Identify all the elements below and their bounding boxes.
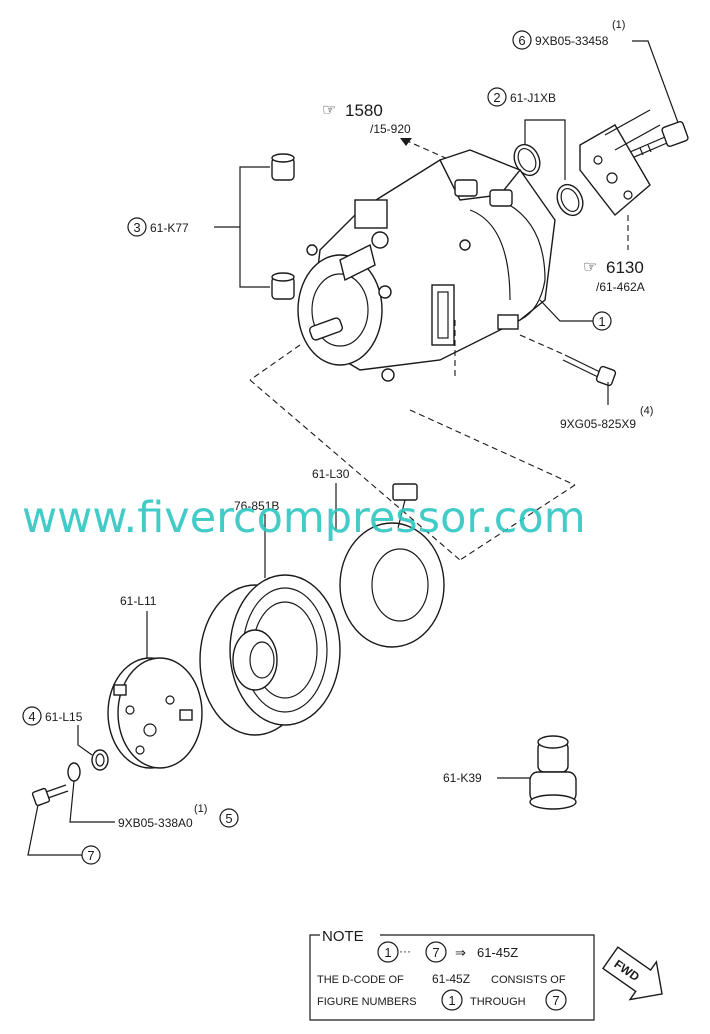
svg-text:1580: 1580 (345, 101, 383, 120)
callout-4: 4 61-L15 (22, 706, 109, 771)
fwd-arrow-icon: FWD (601, 946, 663, 1001)
svg-text:5: 5 (225, 811, 232, 826)
hub-61-L11: 61-L11 (107, 594, 203, 769)
coil-61-L30: 61-L30 (312, 467, 445, 648)
assembly-dash (409, 409, 576, 561)
callout-5: 9XB05-338A0 (1) 5 (67, 762, 239, 830)
bolt-6-part (629, 120, 689, 159)
note-box: NOTE 1 ··· 7 ⇒ 61-45Z THE D-CODE OF 61-4… (309, 928, 595, 1021)
svg-text:9XG05-825X9: 9XG05-825X9 (560, 417, 636, 431)
svg-text:THROUGH: THROUGH (470, 996, 526, 1008)
svg-text:61-J1XB: 61-J1XB (510, 91, 556, 105)
callout-3: 3 61-K77 (127, 166, 270, 288)
svg-text:3: 3 (133, 220, 140, 235)
svg-text:61-L15: 61-L15 (45, 710, 83, 724)
ref-6130: ☞ 6130 /61-462A (583, 258, 645, 294)
svg-text:6: 6 (518, 33, 525, 48)
svg-text:⇒: ⇒ (455, 945, 466, 960)
pointing-hand-icon: ☞ (322, 102, 336, 119)
callout-1: 1 (539, 299, 612, 331)
svg-text:/15-920: /15-920 (370, 122, 411, 136)
svg-text:(1): (1) (612, 19, 625, 31)
callout-6: 6 9XB05-33458 (1) (512, 19, 681, 129)
callout-7: 7 (27, 784, 101, 865)
svg-text:61-45Z: 61-45Z (432, 972, 470, 986)
svg-text:61-K77: 61-K77 (150, 221, 189, 235)
svg-text:9XB05-33458: 9XB05-33458 (535, 34, 609, 48)
svg-text:6130: 6130 (606, 258, 644, 277)
svg-text:61-L30: 61-L30 (312, 467, 350, 481)
bolt-4: 9XG05-825X9 (4) (519, 334, 653, 431)
svg-text:(1): (1) (194, 803, 207, 815)
svg-text:THE D-CODE OF: THE D-CODE OF (317, 974, 404, 986)
svg-text:···: ··· (399, 944, 411, 958)
watermark-text: www.fivercompressor.com (22, 493, 586, 543)
svg-text:7: 7 (87, 848, 94, 863)
svg-text:7: 7 (552, 993, 559, 1008)
svg-text:9XB05-338A0: 9XB05-338A0 (118, 816, 193, 830)
compressor-body (249, 149, 556, 561)
svg-text:1: 1 (384, 945, 391, 960)
svg-text:NOTE: NOTE (322, 928, 364, 945)
ref-1580: ☞ 1580 /15-920 (322, 101, 451, 161)
svg-text:CONSISTS OF: CONSISTS OF (491, 974, 566, 986)
cap-parts (271, 153, 295, 300)
svg-text:1: 1 (448, 993, 455, 1008)
svg-text:2: 2 (493, 90, 500, 105)
svg-text:76-851B: 76-851B (234, 499, 279, 513)
svg-text:4: 4 (28, 709, 35, 724)
svg-text:61-K39: 61-K39 (443, 771, 482, 785)
manifold-plate (579, 109, 661, 250)
callout-2: 2 61-J1XB (487, 87, 566, 180)
o-ring-pair (513, 143, 584, 217)
svg-text:61-L11: 61-L11 (120, 594, 157, 608)
svg-text:61-45Z: 61-45Z (477, 945, 518, 960)
cap-61-K39: 61-K39 (443, 735, 577, 810)
svg-text:(4): (4) (640, 405, 653, 417)
svg-text:/61-462A: /61-462A (596, 280, 645, 294)
pulley-76-851B: 76-851B (199, 499, 341, 736)
pointing-hand-icon: ☞ (583, 259, 597, 276)
svg-text:7: 7 (432, 945, 439, 960)
svg-text:FIGURE NUMBERS: FIGURE NUMBERS (317, 996, 417, 1008)
svg-text:1: 1 (598, 314, 605, 329)
